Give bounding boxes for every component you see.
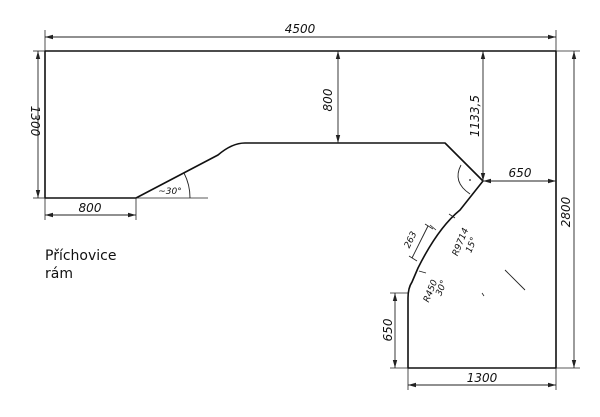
dim-total-height: 2800 [559,196,573,227]
dim-bottom-width: 1300 [467,371,498,385]
part-outline [44,50,557,369]
dim-right-depth: 1133,5 [468,95,482,137]
dim-total-width: 4500 [285,22,316,36]
dim-line-segment [411,225,429,259]
dim-bottom-left-width: 800 [79,201,102,215]
dim-left-height: 1300 [28,106,42,137]
dim-bottom-height: 650 [381,318,395,341]
note-label: Příchovice rám [45,247,116,283]
radius-leader [504,269,526,291]
angle-arc [183,172,191,199]
dim-angle: ~30° [158,187,182,197]
note-line-1: Příchovice [45,248,117,264]
corner-angle-arc [457,164,471,195]
dim-center-depth: 800 [321,88,335,111]
note-line-2: rám [45,266,73,282]
dim-right-offset: 650 [509,166,532,180]
